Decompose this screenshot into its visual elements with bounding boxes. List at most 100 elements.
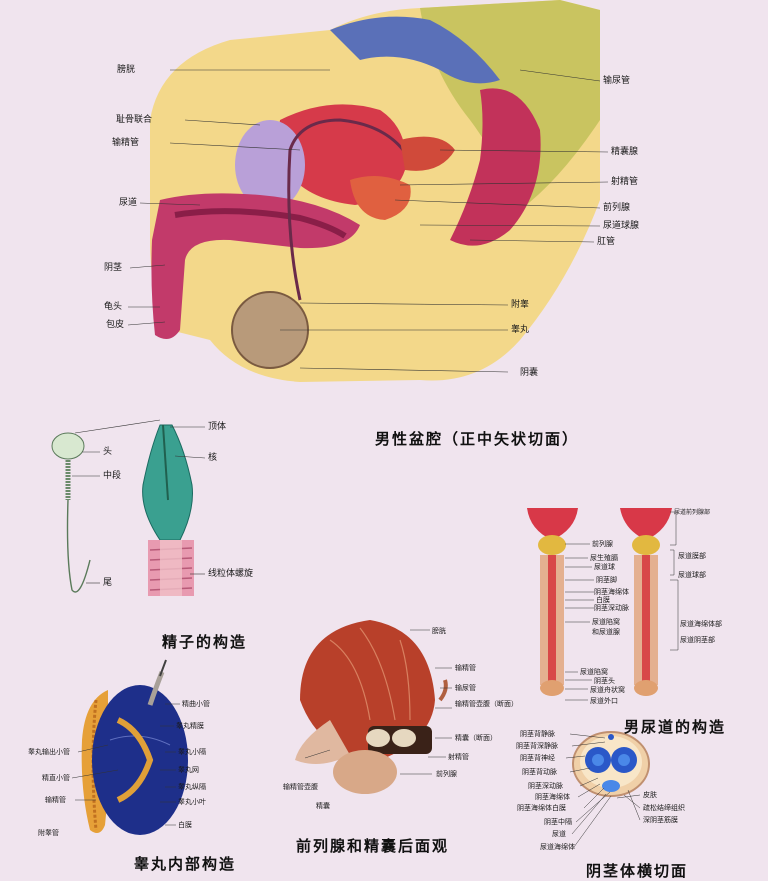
pelvis-penis — [151, 193, 360, 339]
prostate-caption: 前列腺和精囊后面观 — [296, 837, 450, 855]
urethra-left-prostate — [538, 535, 566, 555]
label-penile-crus: 阴茎脚 — [596, 576, 617, 584]
pelvis-caption: 男性盆腔（正中矢状切面） — [375, 430, 580, 448]
label-urethral-lacunae: 尿道陷窝 — [592, 618, 620, 626]
label-epididymis: 附睾 — [511, 300, 530, 310]
label-urethral-glands: 和尿道腺 — [592, 628, 620, 636]
pelvis-seminal-vesicle — [400, 136, 455, 171]
label-bladder: 膀胱 — [117, 65, 136, 75]
label-bulbourethral-gland: 尿道球腺 — [603, 221, 640, 231]
label-ureter: 输尿管 — [603, 76, 631, 86]
label-testis-vas: 输精管 — [45, 796, 66, 804]
label-penile-urethra: 尿道阴茎部 — [680, 636, 715, 644]
sperm-caption: 精子的构造 — [162, 633, 248, 651]
label-ampulla-section: 输精管壶腹（断面） — [455, 700, 518, 708]
label-urethra: 尿道 — [119, 198, 138, 208]
urethra-right-bladder — [620, 508, 672, 540]
label-deep-dorsal-vein: 阴茎背深静脉 — [516, 742, 558, 750]
label-section-cavernosum: 阴茎海绵体 — [535, 793, 570, 801]
label-urethral-bulb: 尿道球 — [594, 563, 615, 571]
label-deep-artery: 阴茎深动脉 — [594, 604, 629, 612]
label-testis-membrane: 睾丸精膜 — [176, 722, 204, 730]
label-spongy-urethra: 尿道海绵体部 — [680, 620, 722, 628]
sperm-head — [51, 432, 85, 460]
pelvis-testis — [232, 292, 308, 368]
label-testis-lobules: 睾丸小叶 — [178, 798, 206, 806]
testis-caption: 睾丸内部构造 — [134, 855, 237, 873]
label-sperm-tail: 尾 — [103, 578, 113, 588]
label-testis: 睾丸 — [511, 325, 530, 335]
label-urogenital-diaphragm: 尿生殖膈 — [590, 554, 618, 562]
testis-body — [92, 685, 188, 835]
label-bulbous-urethra: 尿道球部 — [678, 571, 706, 579]
label-glans-penis: 阴茎头 — [594, 677, 615, 685]
pelvis-peritoneum — [330, 16, 500, 84]
label-section-deep-artery: 阴茎深动脉 — [528, 782, 563, 790]
label-mediastinum: 睾丸纵隔 — [178, 783, 206, 791]
label-straight-tubules: 精直小管 — [42, 774, 70, 782]
label-penis: 阴茎 — [104, 263, 123, 273]
prostate-illustration — [295, 620, 448, 794]
pelvis-rectum — [450, 88, 541, 246]
prostate-bladder — [300, 620, 435, 760]
penis-section-spongiosum — [602, 780, 620, 792]
pelvis-illustration — [150, 0, 600, 382]
penis-section-caption: 阴茎体横切面 — [586, 862, 689, 880]
label-membranous-urethra: 尿道膜部 — [678, 552, 706, 560]
label-skin: 皮肤 — [643, 791, 657, 799]
label-section-urethra: 尿道 — [552, 830, 566, 838]
label-corpus-cavernosum: 阴茎海绵体 — [594, 588, 629, 596]
label-prostatic-urethra: 尿道前列腺部 — [674, 509, 711, 516]
label-glans: 龟头 — [104, 302, 123, 312]
label-anal-canal: 肛管 — [597, 237, 616, 247]
label-efferent-ductules: 睾丸输出小管 — [28, 748, 70, 756]
label-prostate-bladder: 膀胱 — [432, 627, 446, 635]
label-mitochondrial-helix: 线粒体螺旋 — [208, 569, 254, 579]
prostate-seminal-vesicles — [295, 720, 350, 764]
label-acrosome: 顶体 — [208, 422, 227, 432]
pelvis-vas-deferens — [287, 118, 412, 301]
label-tunica-albuginea: 白膜 — [596, 596, 610, 604]
label-prostate-ejaculatory-duct: 射精管 — [448, 753, 469, 761]
label-external-orifice: 尿道外口 — [590, 697, 618, 705]
label-prostate-gland: 前列腺 — [436, 770, 457, 778]
label-seminal-vesicle: 精囊腺 — [611, 147, 639, 157]
label-nucleus: 核 — [208, 453, 218, 463]
testis-illustration — [81, 659, 188, 835]
urethra-left-glans — [540, 680, 564, 696]
sperm-illustration — [51, 424, 194, 596]
label-cavernosum-albuginea: 阴茎海绵体白膜 — [517, 804, 566, 812]
urethra-caption: 男尿道的构造 — [624, 718, 727, 736]
label-rete-testis: 睾丸网 — [178, 766, 199, 774]
urethra-left-bladder — [527, 508, 578, 540]
label-ejaculatory-duct: 射精管 — [611, 177, 639, 187]
label-scrotum: 阴囊 — [520, 368, 539, 378]
label-section-spongiosum: 尿道海绵体 — [540, 843, 575, 851]
label-deep-fascia: 深阴茎筋膜 — [643, 816, 678, 824]
label-urethra-prostate: 前列腺 — [592, 540, 613, 548]
label-epididymal-duct: 附睾管 — [38, 829, 59, 837]
label-foreskin: 包皮 — [106, 320, 125, 330]
label-penile-septum: 阴茎中隔 — [544, 818, 572, 826]
penis-section-illustration — [572, 731, 650, 797]
prostate-gland — [333, 750, 397, 794]
label-navicular-fossa: 尿道舟状窝 — [590, 686, 625, 694]
label-prostate-seminal-vesicle: 精囊 — [316, 802, 330, 810]
label-dorsal-vein: 阴茎背静脉 — [520, 730, 555, 738]
label-prostate-ureter: 输尿管 — [455, 684, 476, 692]
label-dorsal-artery: 阴茎背动脉 — [522, 768, 557, 776]
label-loose-connective: 疏松结缔组织 — [643, 804, 685, 812]
pelvis-prostate — [350, 176, 411, 220]
label-vas-ampulla: 输精管壶腹 — [283, 783, 318, 791]
testis-lobules — [116, 717, 154, 803]
label-vesicle-section: 精囊（断面） — [455, 734, 497, 742]
pelvis-leader-lines — [127, 69, 609, 373]
sperm-tail — [66, 499, 91, 593]
label-vas-deferens: 输精管 — [112, 138, 140, 148]
urethra-illustration — [527, 508, 672, 696]
label-testis-albuginea: 白膜 — [178, 821, 192, 829]
label-seminiferous-tubules: 精曲小管 — [182, 700, 210, 708]
label-dorsal-nerve: 阴茎背神经 — [520, 754, 555, 762]
label-sperm-midpiece: 中段 — [103, 471, 122, 481]
